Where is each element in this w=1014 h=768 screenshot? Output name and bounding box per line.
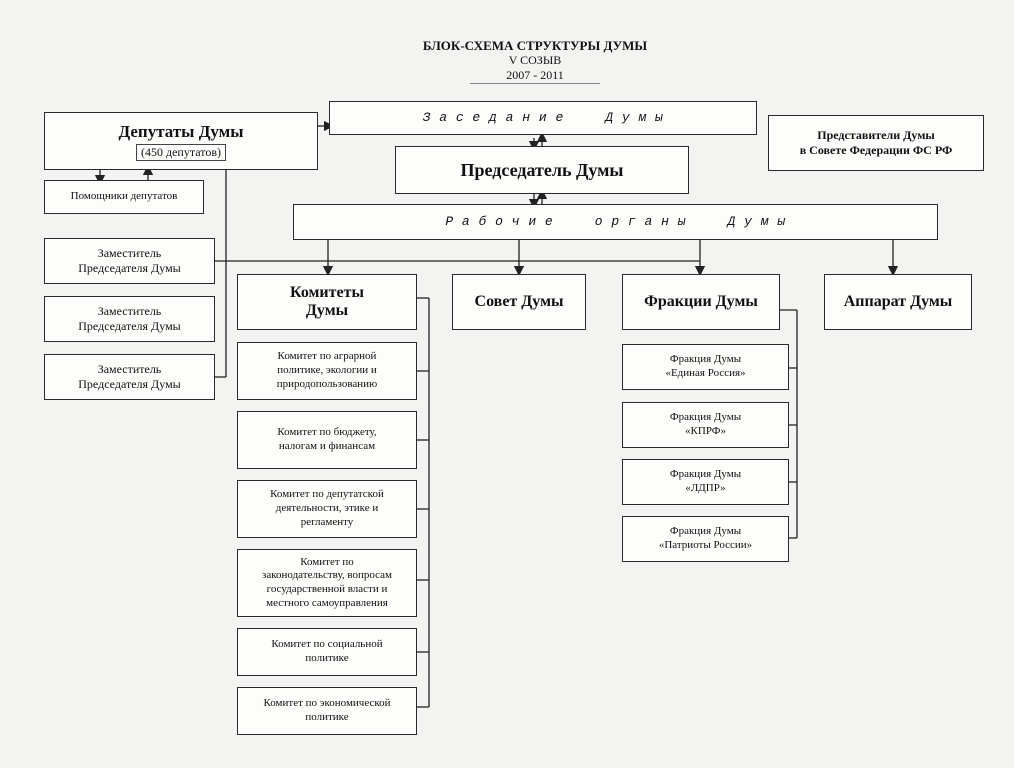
session-box: З а с е д а н и е Д у м ы <box>329 101 757 135</box>
chairman-box: Председатель Думы <box>395 146 689 194</box>
factions-header-box: Фракции Думы <box>622 274 780 330</box>
representatives-box: Представители Думы в Совете Федерации ФС… <box>768 115 984 171</box>
working-bodies-box: Р а б о ч и е о р г а н ы Д у м ы <box>293 204 938 240</box>
faction-item: Фракция Думы «КПРФ» <box>622 402 789 448</box>
deputies-count: (450 депутатов) <box>135 143 226 161</box>
committee-item: Комитет по социальной политике <box>237 628 417 676</box>
faction-item: Фракция Думы «ЛДПР» <box>622 459 789 505</box>
convocation-label: V СОЗЫВ <box>508 53 562 67</box>
committee-item: Комитет по депутатской деятельности, эти… <box>237 480 417 538</box>
committee-item: Комитет по аграрной политике, экологии и… <box>237 342 417 400</box>
apparatus-box: Аппарат Думы <box>824 274 972 330</box>
deputy-chair-3: Заместитель Председателя Думы <box>44 354 215 400</box>
committee-item: Комитет по бюджету, налогам и финансам <box>237 411 417 469</box>
deputy-chair-1: Заместитель Председателя Думы <box>44 238 215 284</box>
faction-item: Фракция Думы «Единая Россия» <box>622 344 789 390</box>
deputy-chair-2: Заместитель Председателя Думы <box>44 296 215 342</box>
assistants-box: Помощники депутатов <box>44 180 204 214</box>
committees-header-box: Комитеты Думы <box>237 274 417 330</box>
committee-item: Комитет по экономической политике <box>237 687 417 735</box>
council-box: Совет Думы <box>452 274 586 330</box>
deputies-box: Депутаты Думы (450 депутатов) <box>44 112 318 170</box>
diagram-title: БЛОК-СХЕМА СТРУКТУРЫ ДУМЫ <box>422 38 648 53</box>
faction-item: Фракция Думы «Патриоты России» <box>622 516 789 562</box>
committee-item: Комитет по законодательству, вопросам го… <box>237 549 417 617</box>
deputies-label: Депутаты Думы <box>118 122 244 142</box>
years-label: 2007 - 2011 <box>470 68 600 84</box>
